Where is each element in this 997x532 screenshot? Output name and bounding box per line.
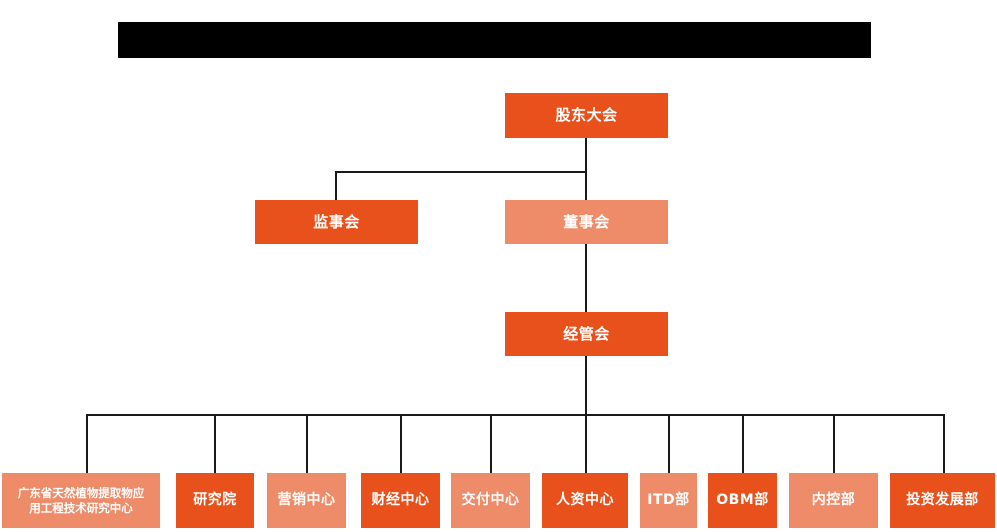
connector-drop-internal-control [833,414,835,473]
node-marketing-center[interactable]: 营销中心 [267,473,346,528]
node-label-research-center: 广东省天然植物提取物应 用工程技术研究中心 [17,486,145,515]
connector-drop-finance-center [400,414,402,473]
connector-board-to-management-committee [585,243,587,312]
connector-drop-obm-dept [742,414,744,473]
connector-bus-to-board-of-directors [585,171,587,201]
node-itd-dept[interactable]: ITD部 [640,473,697,528]
connector-drop-delivery-center [490,414,492,473]
connector-leaf-horizontal-bus [86,414,944,416]
node-label-investment-development-dept: 投资发展部 [906,491,979,508]
node-shareholders-meeting[interactable]: 股东大会 [505,93,668,138]
node-investment-development-dept[interactable]: 投资发展部 [890,473,995,528]
node-finance-center[interactable]: 财经中心 [361,473,440,528]
node-supervisory-board[interactable]: 监事会 [255,200,418,244]
node-label-supervisory-board: 监事会 [313,212,360,231]
node-label-internal-control-dept: 内控部 [811,491,856,508]
node-label-management-committee: 经管会 [563,324,610,343]
redacted-title-banner [118,22,871,58]
connector-drop-research-institute [214,414,216,473]
node-label-hr-center: 人资中心 [556,491,614,508]
connector-drop-hr-center [585,414,587,473]
connector-bus-to-supervisory-board [335,171,337,201]
node-research-institute[interactable]: 研究院 [176,473,254,528]
node-label-delivery-center: 交付中心 [461,491,520,508]
connector-drop-itd-dept [668,414,670,473]
node-label-research-institute: 研究院 [193,491,237,508]
connector-level2-horizontal-bus [335,171,587,173]
node-internal-control-dept[interactable]: 内控部 [789,473,878,528]
node-label-obm-dept: OBM部 [716,491,769,508]
connector-drop-investment-dev [943,414,945,473]
node-board-of-directors[interactable]: 董事会 [505,200,668,244]
node-delivery-center[interactable]: 交付中心 [451,473,530,528]
node-label-finance-center: 财经中心 [371,491,430,508]
connector-shareholders-to-bus [585,138,587,172]
connector-drop-research-center [86,414,88,473]
node-label-marketing-center: 营销中心 [277,491,336,508]
node-research-center[interactable]: 广东省天然植物提取物应 用工程技术研究中心 [2,473,160,528]
node-label-shareholders-meeting: 股东大会 [555,106,618,125]
node-label-board-of-directors: 董事会 [563,212,610,231]
node-label-itd-dept: ITD部 [647,491,690,508]
node-obm-dept[interactable]: OBM部 [708,473,777,528]
connector-management-committee-to-leaf-bus [585,356,587,415]
connector-drop-marketing-center [306,414,308,473]
node-hr-center[interactable]: 人资中心 [542,473,628,528]
node-management-committee[interactable]: 经管会 [505,312,668,356]
